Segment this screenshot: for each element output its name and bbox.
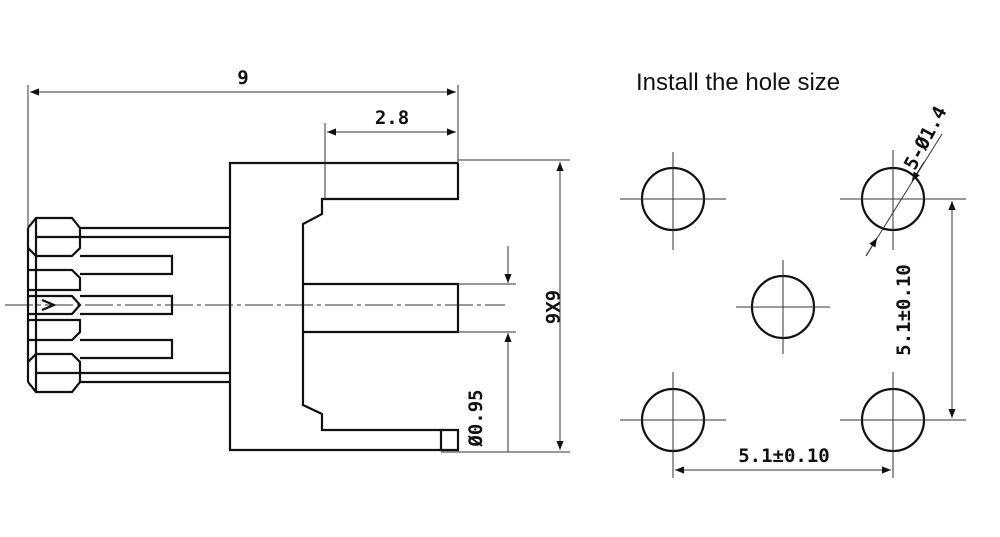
dim-label-vertical-pitch: 5.1±0.10 bbox=[893, 264, 915, 356]
side-view: 9 2.8 6X6 Ø0.95 bbox=[5, 67, 570, 453]
dim-label-2-8: 2.8 bbox=[375, 107, 409, 129]
hole-size-title: Install the hole size bbox=[636, 69, 840, 96]
dim-overall-length: 9 bbox=[27, 67, 459, 228]
hole-center bbox=[736, 260, 830, 354]
hole-top-left bbox=[620, 152, 726, 250]
hole-top-right bbox=[840, 150, 966, 250]
hole-bottom-right bbox=[840, 372, 966, 478]
hole-bottom-left bbox=[620, 372, 726, 478]
dim-label-horizontal-pitch: 5.1±0.10 bbox=[738, 445, 830, 467]
dim-body-size: 6X6 bbox=[441, 159, 570, 453]
dim-label-pin-diameter: Ø0.95 bbox=[465, 389, 487, 447]
dim-label-9: 9 bbox=[237, 67, 248, 89]
dim-label-6x6: 6X6 bbox=[541, 290, 563, 324]
connector-shafts bbox=[80, 226, 230, 384]
center-pin bbox=[303, 282, 460, 334]
dim-hole-pitch-horizontal: 5.1±0.10 bbox=[675, 445, 891, 474]
lower-pin bbox=[441, 428, 460, 452]
hole-pattern: 5-Ø1.4 5.1±0.10 5.1±0.10 bbox=[620, 103, 966, 478]
dim-hole-callout: 5-Ø1.4 bbox=[865, 103, 952, 257]
dim-pin-protrusion: 2.8 bbox=[324, 107, 456, 199]
dim-hole-pitch-vertical: 5.1±0.10 bbox=[893, 201, 956, 418]
dim-pin-diameter: Ø0.95 bbox=[458, 246, 516, 452]
dim-label-hole-callout: 5-Ø1.4 bbox=[900, 103, 952, 174]
connector-body bbox=[228, 161, 460, 452]
